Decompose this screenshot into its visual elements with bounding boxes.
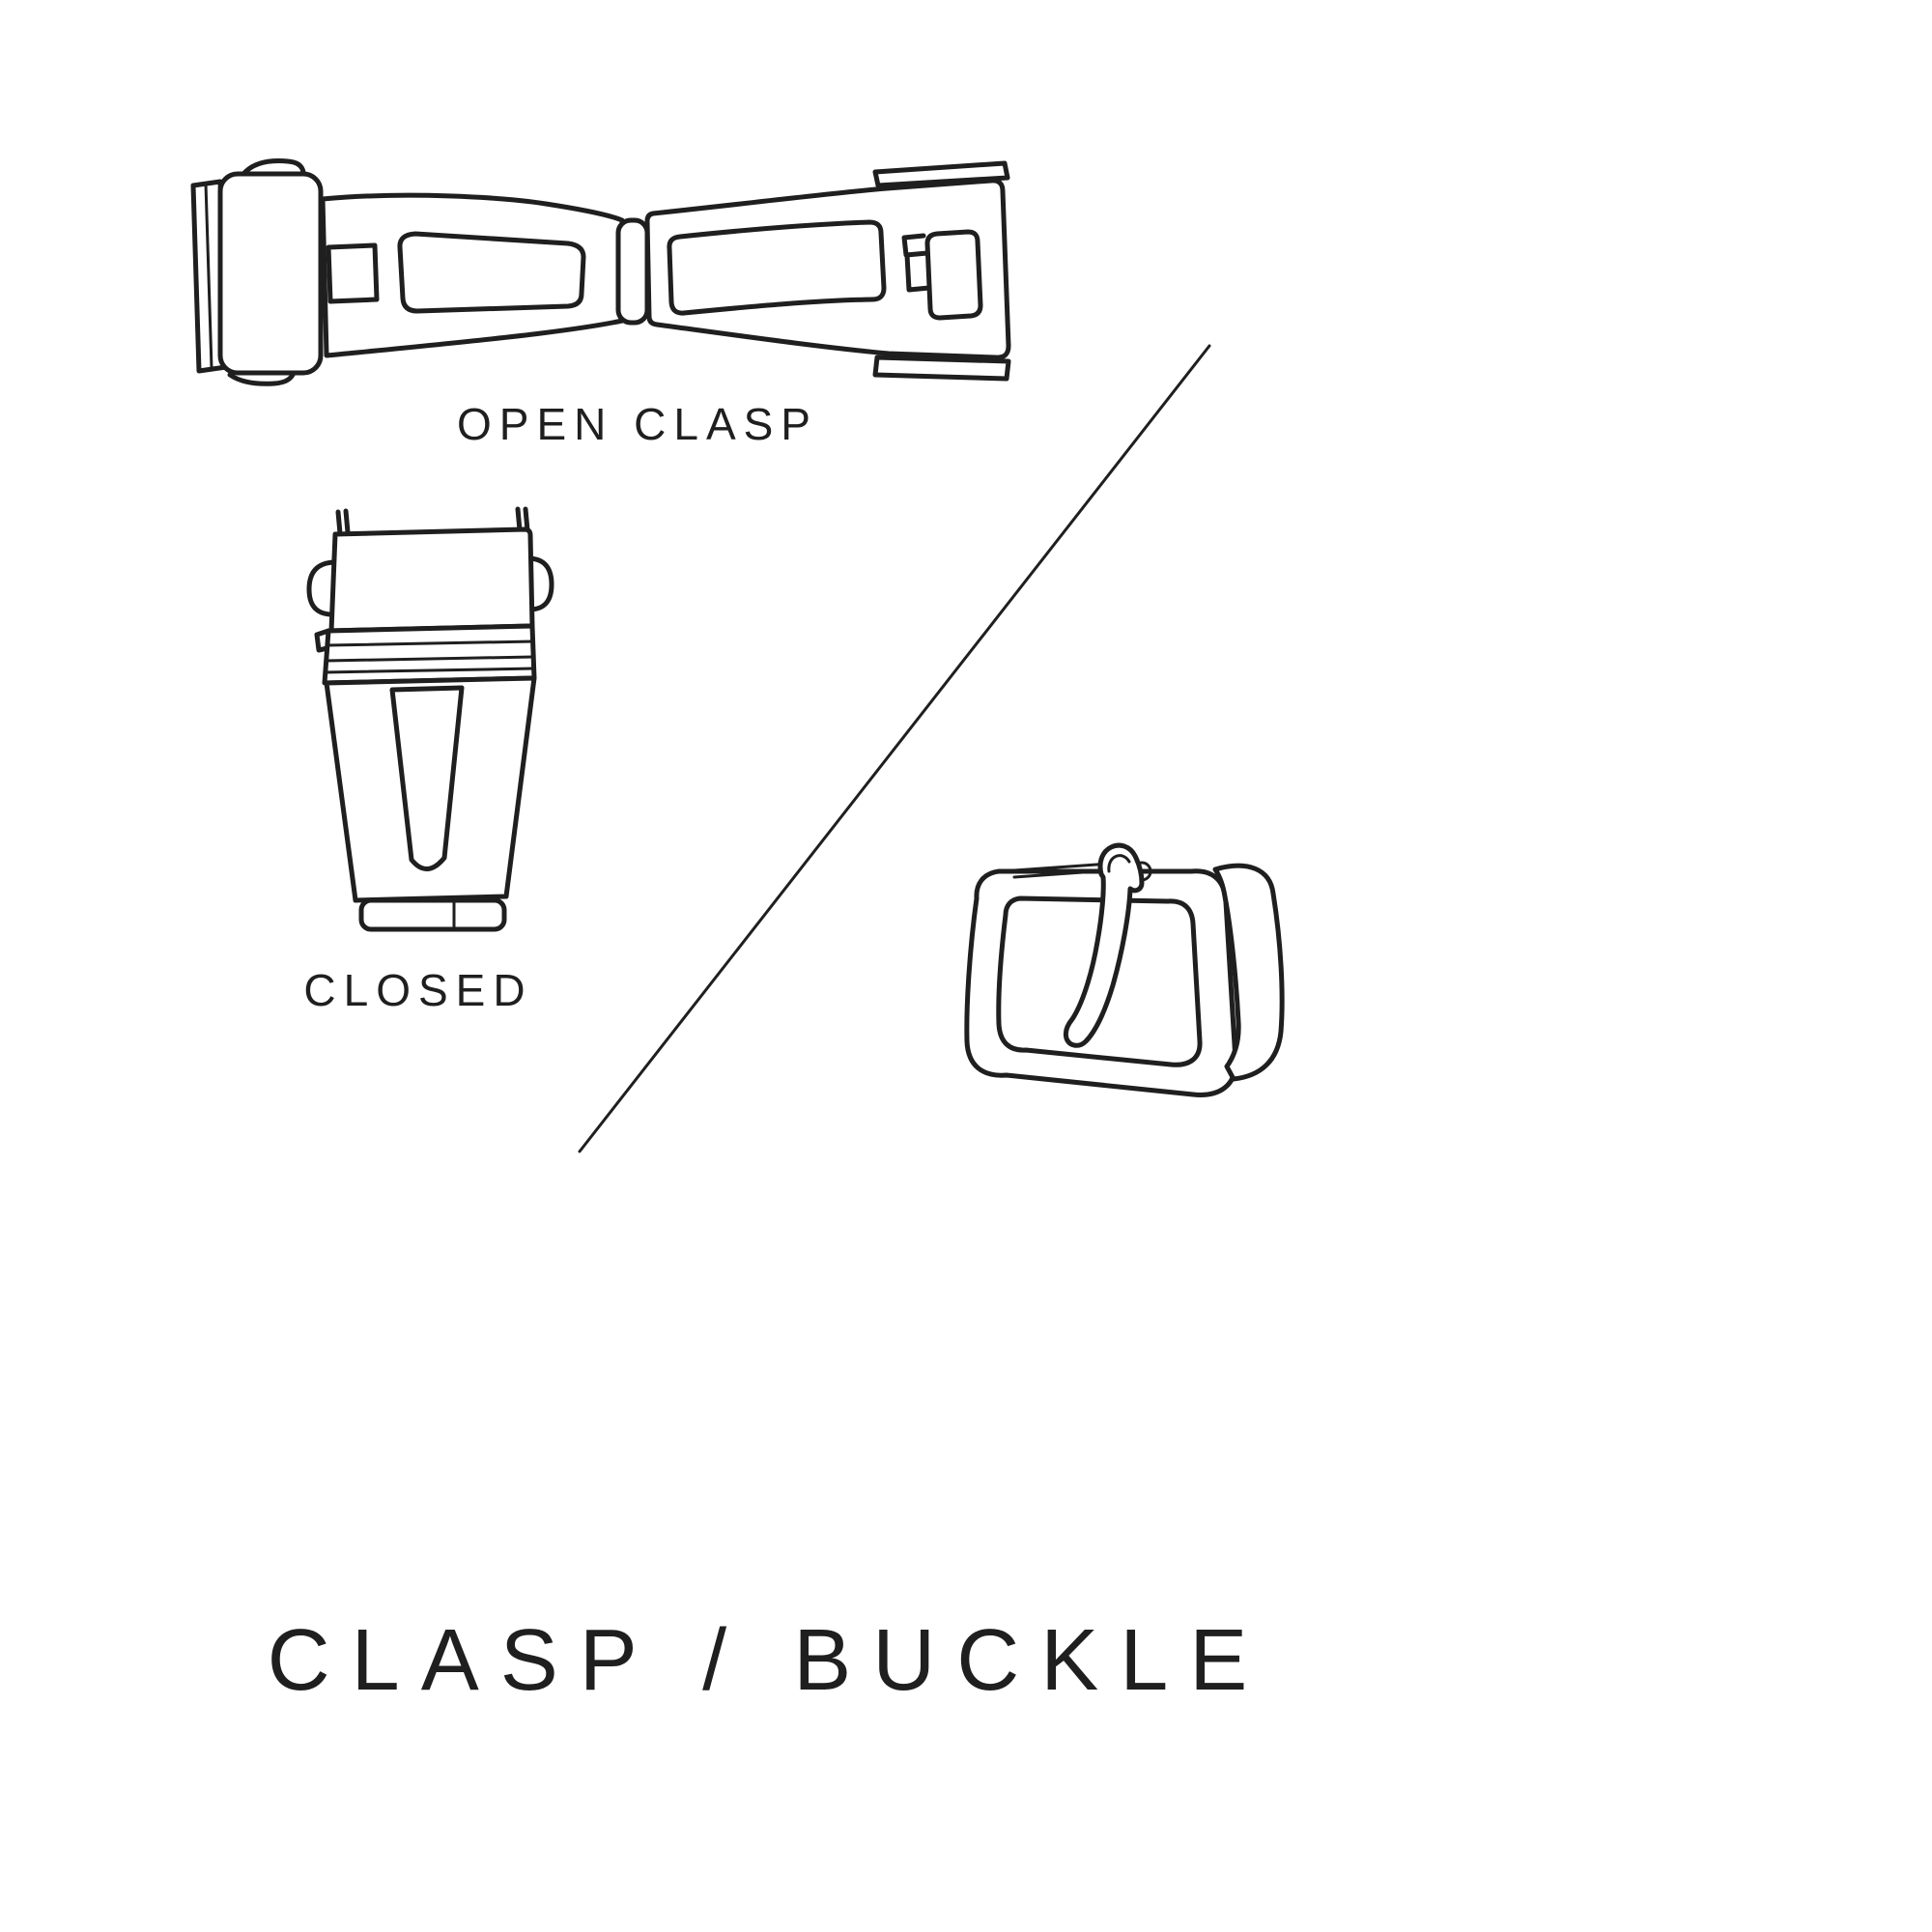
buckle-tang-loop bbox=[1107, 854, 1131, 873]
buckle-side-band bbox=[1212, 863, 1285, 1082]
open-clasp-right-cutout bbox=[667, 219, 887, 316]
open-clasp-illustration bbox=[190, 158, 1011, 386]
closed-label: CLOSED bbox=[303, 965, 533, 1015]
divider-line bbox=[578, 344, 1211, 1153]
closed-clasp-body bbox=[324, 675, 537, 903]
open-clasp-left-cutout bbox=[397, 231, 586, 314]
open-clasp-latch bbox=[924, 229, 983, 321]
open-clasp-hook bbox=[901, 233, 932, 293]
open-clasp-hinge bbox=[615, 217, 650, 326]
buckle-tang bbox=[1063, 842, 1145, 1048]
page-title: CLASP / BUCKLE bbox=[267, 1612, 1269, 1709]
open-clasp-left-notch bbox=[326, 242, 380, 304]
buckle-axle bbox=[1012, 862, 1113, 879]
closed-clasp-band bbox=[322, 623, 537, 686]
closed-clasp-illustration bbox=[306, 506, 554, 932]
open-clasp-label: OPEN CLASP bbox=[457, 399, 818, 449]
open-clasp-right-arm bbox=[644, 178, 1011, 360]
closed-clasp-endbar bbox=[358, 897, 507, 932]
closed-clasp-cover bbox=[328, 526, 535, 634]
closed-clasp-slot bbox=[389, 685, 465, 871]
open-clasp-left-endpiece bbox=[217, 171, 324, 376]
buckle-illustration bbox=[964, 842, 1285, 1097]
